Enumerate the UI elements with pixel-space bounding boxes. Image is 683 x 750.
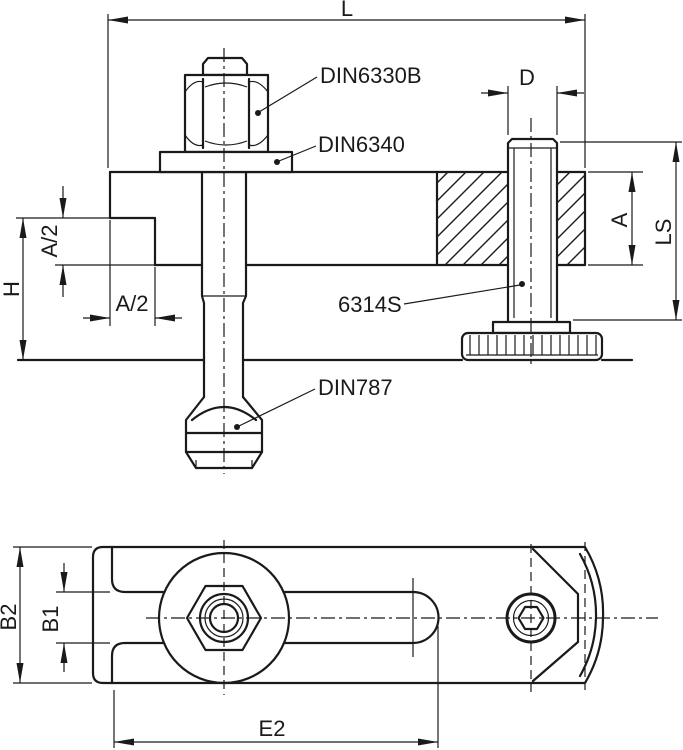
dim-label-LS: LS (651, 219, 676, 246)
slot (110, 545, 440, 685)
leader-dot-nut (255, 110, 261, 116)
label-6314s: 6314S (338, 281, 525, 317)
part-label-t-bolt: DIN787 (318, 375, 393, 400)
nut-thread-stub (201, 56, 249, 77)
dim-label-B1: B1 (38, 606, 63, 633)
hex-nut-plan (185, 584, 263, 652)
clamp-bar-section (108, 170, 587, 267)
dim-A2-horizontal: A/2 (83, 220, 182, 326)
dim-label-L: L (341, 0, 353, 21)
leader-dot-t-bolt (234, 424, 240, 430)
dim-LS: LS (560, 141, 682, 321)
hex-socket (517, 605, 545, 631)
plan-view: B2 B1 E2 (0, 540, 658, 748)
dim-label-A2-horizontal: A/2 (115, 291, 148, 316)
hatch-left-block (436, 171, 509, 266)
part-label-washer: DIN6340 (318, 132, 405, 157)
part-label-nut: DIN6330B (320, 63, 422, 88)
side-view: L D A/2 A/2 (0, 0, 682, 474)
dim-B2: B2 (0, 546, 92, 684)
dim-label-B2: B2 (0, 604, 21, 631)
leader-dot-support-screw (519, 281, 525, 287)
nose-chamfer-arc (578, 552, 598, 678)
part-label-support-screw: 6314S (338, 292, 402, 317)
knurled-nut (460, 331, 604, 362)
dim-E2: E2 (113, 626, 439, 748)
dim-label-E2: E2 (259, 716, 286, 741)
dim-H: H (0, 218, 27, 360)
label-din787: DIN787 (234, 375, 393, 430)
support-screw-side (460, 118, 604, 368)
label-din6330b: DIN6330B (255, 63, 422, 116)
hex-nut-side (183, 56, 270, 154)
dim-B1: B1 (38, 563, 110, 672)
nut-body (183, 73, 270, 154)
dim-A: A (588, 171, 643, 266)
dim-label-A2-vertical: A/2 (37, 224, 62, 257)
dim-D: D (481, 65, 584, 135)
knurled-nut-body (460, 331, 604, 362)
leader-dot-washer (274, 159, 280, 165)
dim-label-D: D (519, 65, 535, 90)
dim-label-A: A (607, 212, 632, 227)
hatch-right-block (556, 171, 586, 266)
plan-centerlines (146, 540, 658, 695)
plate-outline (91, 545, 605, 685)
washer-side (158, 150, 294, 174)
label-din6340: DIN6340 (274, 132, 405, 165)
dim-label-H: H (0, 281, 24, 297)
dim-A2-vertical: A/2 (16, 186, 155, 297)
